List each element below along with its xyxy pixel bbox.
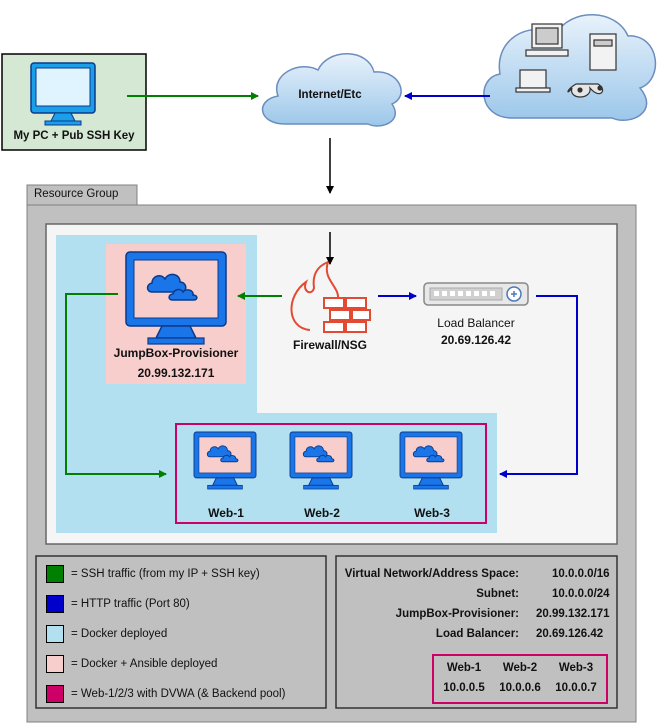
http-arrow-lb-web xyxy=(499,295,578,478)
clients-cloud xyxy=(483,14,657,122)
legend-item-http: = HTTP traffic (Port 80) xyxy=(46,594,190,614)
internet-label: Internet/Etc xyxy=(298,89,362,101)
web1-label: Web-1 xyxy=(208,506,244,520)
legend-label-ssh: = SSH traffic (from my IP + SSH key) xyxy=(71,568,260,580)
network-info-panel xyxy=(335,555,618,709)
my-pc-label: My PC + Pub SSH Key xyxy=(13,130,135,142)
info-key-jumpbox: JumpBox-Provisioner: xyxy=(395,608,519,620)
legend: = SSH traffic (from my IP + SSH key) = H… xyxy=(36,556,326,708)
firewall-icon xyxy=(290,260,371,333)
info-key-vnet: Virtual Network/Address Space: xyxy=(344,568,519,580)
internet-cloud xyxy=(261,53,402,127)
info-value-jumpbox: 20.99.132.171 xyxy=(536,608,610,620)
pc-monitor-icon xyxy=(30,62,96,126)
info-value-lb: 20.69.126.42 xyxy=(536,628,604,640)
info-value-vnet: 10.0.0.0/16 xyxy=(552,568,610,580)
web-ip-header-1: Web-1 xyxy=(446,662,482,674)
legend-item-docker: = Docker deployed xyxy=(46,624,167,644)
load-balancer-label: Load Balancer xyxy=(437,316,515,330)
info-value-subnet: 10.0.0.0/24 xyxy=(552,588,610,600)
legend-panel xyxy=(35,555,327,709)
legend-label-ansible: = Docker + Ansible deployed xyxy=(71,658,218,670)
legend-item-ssh: = SSH traffic (from my IP + SSH key) xyxy=(46,564,260,584)
legend-label-http: = HTTP traffic (Port 80) xyxy=(71,598,190,610)
jumpbox-name: JumpBox-Provisioner xyxy=(113,346,239,360)
legend-swatch-dvwa xyxy=(46,685,64,703)
legend-item-dvwa: = Web-1/2/3 with DVWA (& Backend pool) xyxy=(46,684,285,704)
web-ip-table-box xyxy=(432,654,608,704)
legend-swatch-ansible xyxy=(46,655,64,673)
legend-label-docker: = Docker deployed xyxy=(71,628,168,640)
load-balancer-ip: 20.69.126.42 xyxy=(440,333,512,347)
legend-swatch-http xyxy=(46,595,64,613)
web3-label: Web-3 xyxy=(414,506,450,520)
devices-icon xyxy=(515,23,617,98)
firewall-label: Firewall/NSG xyxy=(292,338,368,352)
web-pool-box xyxy=(175,423,487,524)
load-balancer-icon xyxy=(423,282,529,306)
info-key-subnet: Subnet: xyxy=(476,588,519,600)
ssh-arrow-jumpbox-web xyxy=(65,293,167,478)
legend-swatch-docker xyxy=(46,625,64,643)
web-ip-header-3: Web-3 xyxy=(558,662,594,674)
network-info: Virtual Network/Address Space: 10.0.0.0/… xyxy=(336,556,617,708)
web-ip-value-2: 10.0.0.6 xyxy=(499,682,541,694)
legend-swatch-ssh xyxy=(46,565,64,583)
web2-label: Web-2 xyxy=(304,506,340,520)
info-key-lb: Load Balancer: xyxy=(435,628,519,640)
resource-group-label: Resource Group xyxy=(34,188,119,200)
web-ip-header-2: Web-2 xyxy=(502,662,538,674)
jumpbox-ip: 20.99.132.171 xyxy=(137,366,215,380)
web-ip-value-1: 10.0.0.5 xyxy=(443,682,485,694)
legend-label-dvwa: = Web-1/2/3 with DVWA (& Backend pool) xyxy=(71,688,286,700)
web-ip-value-3: 10.0.0.7 xyxy=(555,682,597,694)
legend-item-ansible: = Docker + Ansible deployed xyxy=(46,654,217,674)
